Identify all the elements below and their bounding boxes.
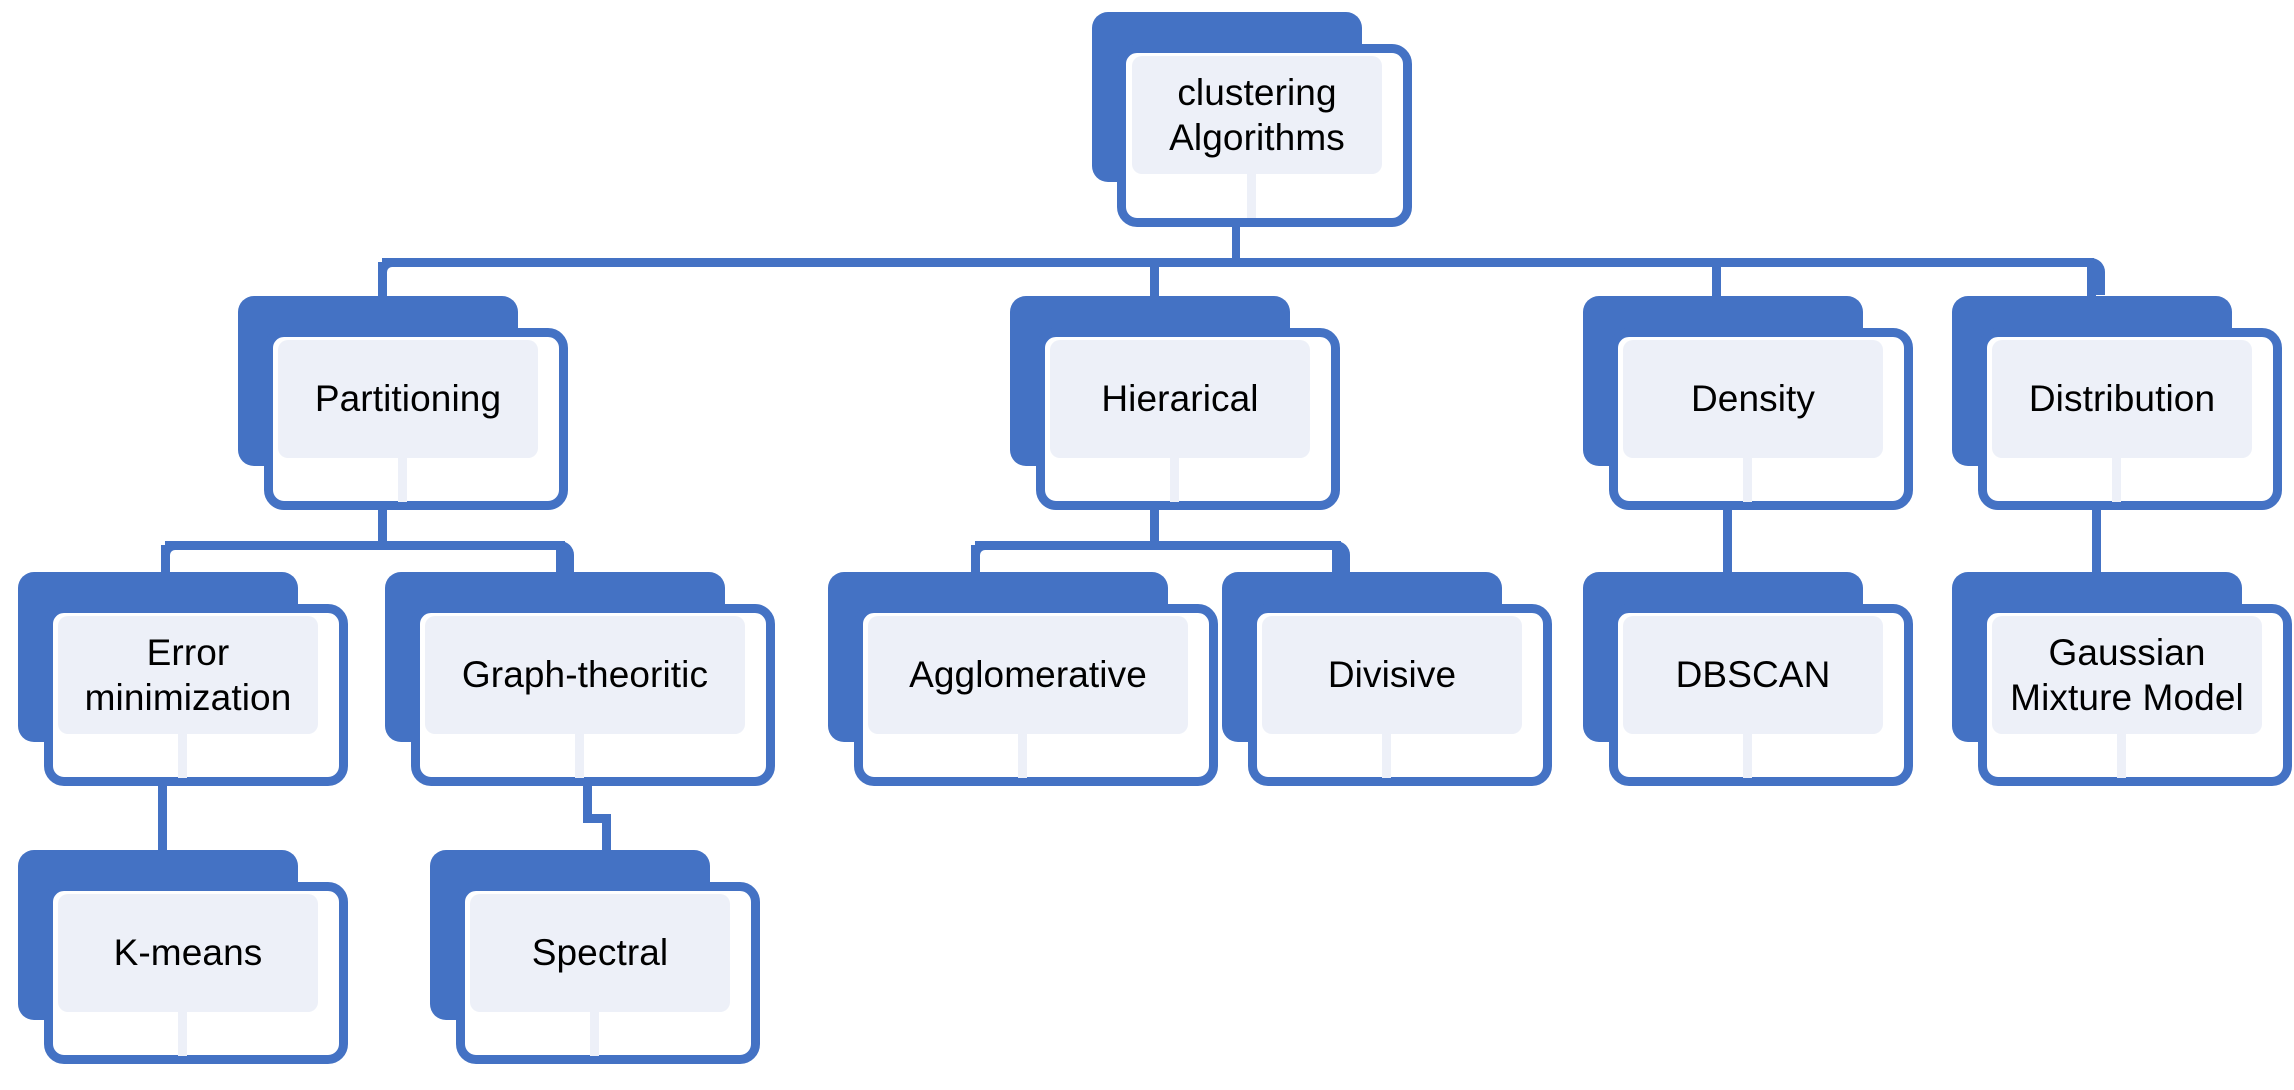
node-label: Spectral: [531, 932, 669, 974]
node-label: DBSCAN: [1675, 654, 1831, 696]
node-label: Gaussian Mixture Model: [2010, 631, 2244, 718]
node-fill: Error minimization: [58, 616, 318, 734]
node-hierarical[interactable]: Hierarical: [1010, 296, 1340, 510]
node-notch: [2112, 458, 2121, 502]
node-fill: K-means: [58, 894, 318, 1012]
node-fill: Gaussian Mixture Model: [1992, 616, 2262, 734]
node-fill: clustering Algorithms: [1132, 56, 1382, 174]
node-error-minimization[interactable]: Error minimization: [18, 572, 348, 786]
edge-bar-to-error-minimization: [161, 545, 170, 573]
node-fill: Hierarical: [1050, 340, 1310, 458]
node-notch: [178, 1012, 187, 1056]
node-notch: [590, 1012, 599, 1056]
node-label: clustering Algorithms: [1169, 71, 1345, 158]
node-notch: [1743, 458, 1752, 502]
node-fill: DBSCAN: [1623, 616, 1883, 734]
edge-hierarical-bar: [975, 541, 1341, 550]
edge-bus-to-distribution: [2087, 262, 2096, 306]
edge-level1-bus: [382, 258, 2094, 267]
node-notch: [1170, 458, 1179, 502]
node-fill: Partitioning: [278, 340, 538, 458]
edge-bar-to-agglomerative: [971, 545, 980, 573]
edge-bar-to-graph-theoritic: [556, 545, 565, 573]
node-label: Density: [1690, 378, 1816, 420]
node-fill: Spectral: [470, 894, 730, 1012]
node-notch: [2117, 734, 2126, 778]
node-notch: [1382, 734, 1391, 778]
edge-hierarical-stem: [1150, 510, 1159, 550]
edge-bus-to-partitioning: [378, 262, 387, 306]
edge-partitioning-stem: [378, 510, 387, 550]
node-label: Distribution: [2028, 378, 2216, 420]
node-clustering-algorithms[interactable]: clustering Algorithms: [1092, 12, 1412, 227]
node-label: Hierarical: [1101, 378, 1259, 420]
edge-graph-theoritic-stem: [583, 786, 592, 822]
node-kmeans[interactable]: K-means: [18, 850, 348, 1064]
node-dbscan[interactable]: DBSCAN: [1583, 572, 1913, 786]
node-density[interactable]: Density: [1583, 296, 1913, 510]
edge-bar-to-divisive: [1332, 545, 1341, 573]
node-fill: Graph-theoritic: [425, 616, 745, 734]
edge-root-riser: [1232, 222, 1240, 262]
edge-error-minimization-to-kmeans: [158, 786, 167, 854]
node-notch: [1018, 734, 1027, 778]
node-label: Graph-theoritic: [461, 654, 709, 696]
edge-distribution-to-gmm: [2092, 510, 2101, 578]
edge-bus-to-density: [1712, 262, 1721, 306]
node-fill: Divisive: [1262, 616, 1522, 734]
node-gaussian-mixture-model[interactable]: Gaussian Mixture Model: [1952, 572, 2292, 786]
node-label: K-means: [113, 932, 263, 974]
node-notch: [575, 734, 584, 778]
edge-partitioning-bar: [165, 541, 565, 550]
edge-graph-theoritic-jog: [583, 814, 611, 823]
node-label: Divisive: [1327, 654, 1457, 696]
node-label: Error minimization: [84, 631, 292, 718]
node-fill: Density: [1623, 340, 1883, 458]
node-fill: Distribution: [1992, 340, 2252, 458]
node-graph-theoritic[interactable]: Graph-theoritic: [385, 572, 775, 786]
edge-density-to-dbscan: [1723, 510, 1732, 578]
node-label: Agglomerative: [909, 654, 1147, 696]
node-partitioning[interactable]: Partitioning: [238, 296, 568, 510]
node-fill: Agglomerative: [868, 616, 1188, 734]
node-agglomerative[interactable]: Agglomerative: [828, 572, 1218, 786]
node-notch: [1247, 174, 1256, 218]
node-spectral[interactable]: Spectral: [430, 850, 760, 1064]
edge-graph-theoritic-to-spectral: [602, 814, 611, 860]
node-divisive[interactable]: Divisive: [1222, 572, 1552, 786]
node-distribution[interactable]: Distribution: [1952, 296, 2282, 510]
node-label: Partitioning: [314, 378, 502, 420]
node-notch: [1743, 734, 1752, 778]
edge-bus-to-hierarical: [1150, 262, 1159, 306]
node-notch: [178, 734, 187, 778]
node-notch: [398, 458, 407, 502]
